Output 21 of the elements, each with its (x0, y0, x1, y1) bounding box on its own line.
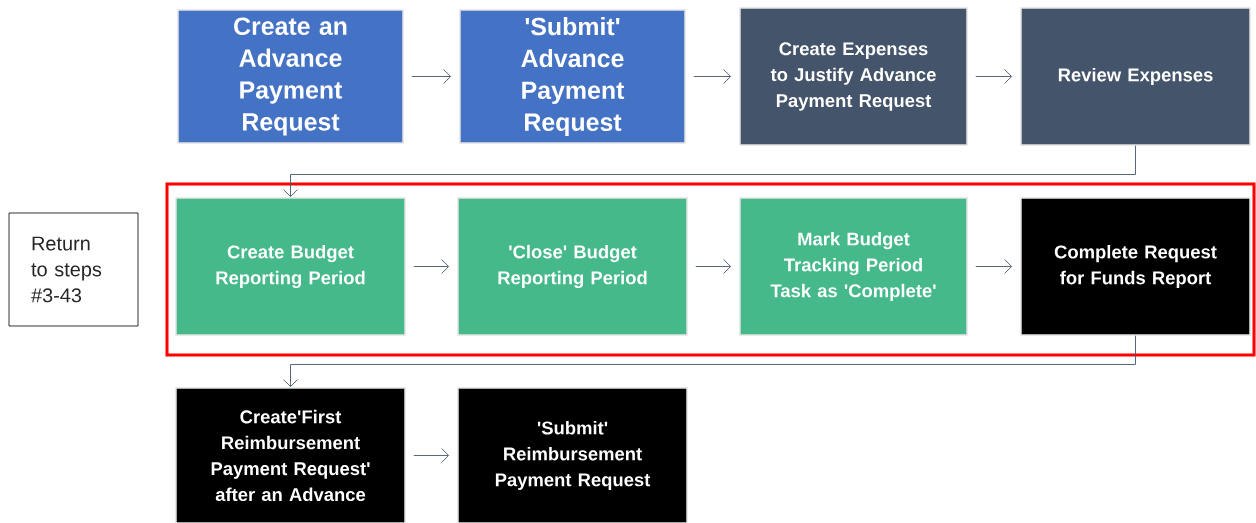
process-box: Create Expenses to Justify Advance Payment Request (739, 7, 968, 146)
arrow (283, 335, 1136, 388)
arrow (283, 145, 1136, 198)
arrow (975, 259, 1013, 274)
process-box: 'Close' Budget Reporting Period (457, 197, 688, 336)
arrow (413, 259, 450, 274)
arrow (695, 259, 732, 274)
arrow (411, 69, 452, 84)
arrow (413, 448, 450, 463)
process-box: Create'First Reimbursement Payment Request' after an Advance (175, 387, 406, 523)
process-box: 'Submit' Advance Payment Request (459, 9, 686, 144)
process-box: Complete Request for Funds Report (1020, 197, 1251, 336)
process-box: Create an Advance Payment Request (177, 9, 404, 144)
arrow (693, 69, 732, 84)
highlight-frame (165, 182, 1256, 357)
process-box: Mark Budget Tracking Period Task as 'Complete' (739, 197, 968, 336)
note-box: Return to steps #3-43 (8, 212, 139, 327)
process-box: Review Expenses (1020, 7, 1251, 146)
arrow (975, 69, 1013, 84)
process-box: 'Submit' Reimbursement Payment Request (457, 387, 688, 523)
process-box: Create Budget Reporting Period (175, 197, 406, 336)
